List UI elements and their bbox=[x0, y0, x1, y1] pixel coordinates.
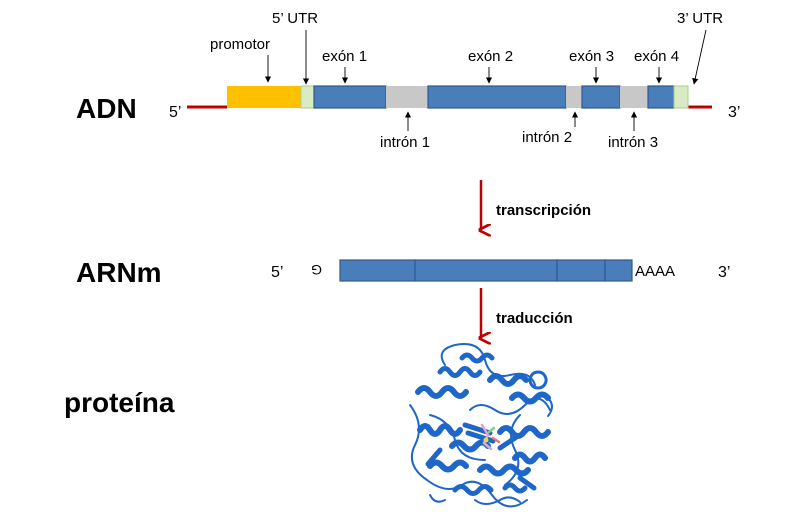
label-exon1: exón 1 bbox=[322, 48, 367, 65]
intron-3 bbox=[620, 86, 648, 108]
exon-3 bbox=[581, 85, 621, 109]
label-exon4: exón 4 bbox=[634, 48, 679, 65]
mrna-cap: G bbox=[311, 262, 322, 278]
transcription-step: transcripción bbox=[481, 180, 591, 230]
intron-1 bbox=[386, 86, 428, 108]
intron-2 bbox=[566, 86, 582, 108]
level-label-dna: ADN bbox=[76, 93, 137, 124]
label-utr5: 5’ UTR bbox=[272, 10, 318, 27]
mrna-exon-4 bbox=[604, 259, 633, 282]
mrna-structure: 5’ G AAAA 3’ bbox=[271, 259, 730, 282]
label-exon2: exón 2 bbox=[468, 48, 513, 65]
label-intron3: intrón 3 bbox=[608, 134, 658, 151]
mrna-exon-2 bbox=[414, 259, 558, 282]
mrna-three-prime: 3’ bbox=[718, 264, 730, 281]
label-intron2: intrón 2 bbox=[522, 129, 572, 146]
mrna-exon-3 bbox=[556, 259, 606, 282]
dna-gene-structure: 5’ 3’ 5’ UTR promotor exón 1 exón 2 exón… bbox=[169, 10, 740, 151]
label-promoter: promotor bbox=[210, 36, 270, 53]
exon-1 bbox=[313, 85, 387, 109]
promoter-region bbox=[227, 86, 301, 108]
exon-2 bbox=[427, 85, 567, 109]
level-label-protein: proteína bbox=[64, 387, 175, 418]
dna-five-prime: 5’ bbox=[169, 104, 181, 121]
label-utr3: 3’ UTR bbox=[677, 10, 723, 27]
dna-three-prime: 3’ bbox=[728, 104, 740, 121]
mrna-exon-1 bbox=[339, 259, 416, 282]
mrna-polya: AAAA bbox=[635, 263, 675, 280]
arrow-utr3 bbox=[692, 29, 707, 85]
utr3-region bbox=[673, 85, 689, 109]
label-exon3: exón 3 bbox=[569, 48, 614, 65]
translation-label: traducción bbox=[496, 310, 573, 327]
label-intron1: intrón 1 bbox=[380, 134, 430, 151]
level-label-mrna: ARNm bbox=[76, 257, 162, 288]
protein-structure-image bbox=[409, 343, 553, 508]
mrna-five-prime: 5’ bbox=[271, 264, 283, 281]
exon-4 bbox=[647, 85, 675, 109]
transcription-label: transcripción bbox=[496, 202, 591, 219]
translation-step: traducción bbox=[481, 288, 573, 338]
utr5-region bbox=[300, 85, 315, 109]
